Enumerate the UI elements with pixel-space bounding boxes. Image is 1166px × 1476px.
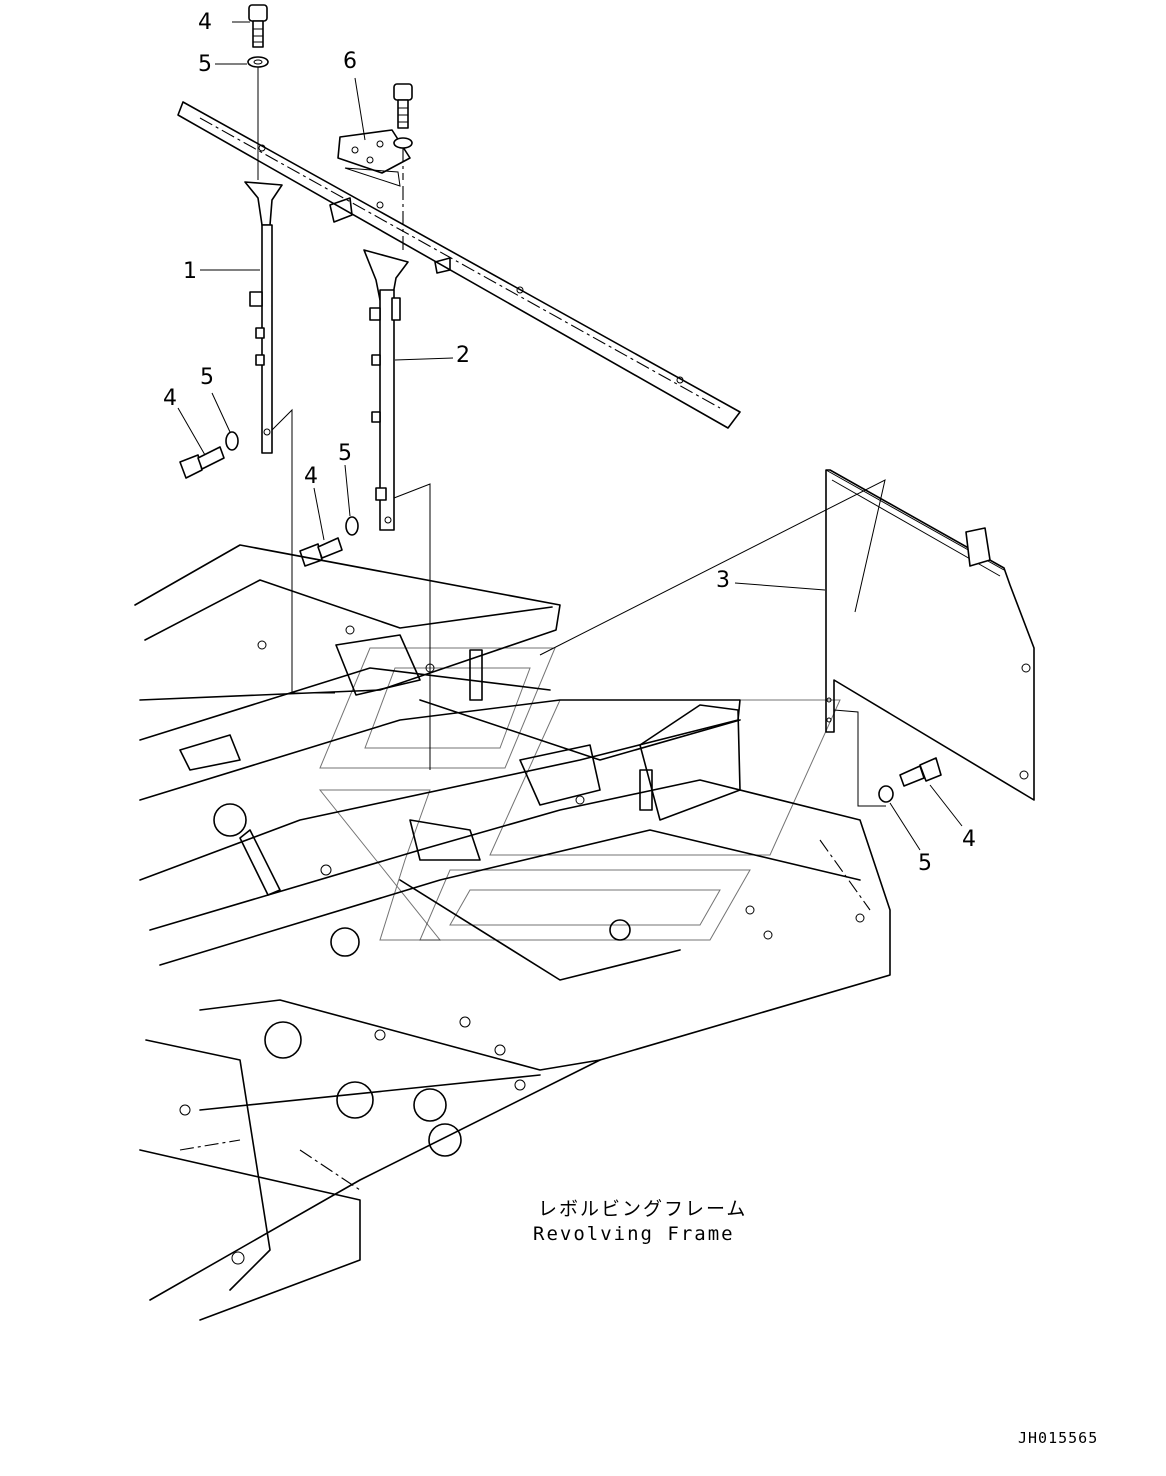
callout-4: 4	[962, 827, 976, 852]
part-6-bracket	[337, 129, 411, 187]
part-2-stay	[363, 186, 431, 770]
part-1-stay	[244, 181, 335, 694]
callout-5: 5	[338, 441, 352, 466]
washer-icon	[247, 56, 269, 68]
washer-icon	[878, 785, 894, 803]
leader-lines	[177, 21, 963, 851]
callout-1: 1	[183, 259, 197, 284]
callout-5: 5	[198, 52, 212, 77]
callout-3: 3	[716, 568, 730, 593]
upper-cross-bar	[177, 101, 741, 429]
bolt-icon	[299, 537, 343, 567]
bolt-icon	[393, 83, 413, 180]
watermark-logo	[318, 647, 841, 941]
callout-5: 5	[918, 851, 932, 876]
callout-2: 2	[456, 343, 470, 368]
bolt-icon	[248, 4, 268, 48]
drawing-code: JH015565	[1018, 1429, 1098, 1447]
callout-5: 5	[200, 365, 214, 390]
caption-english: Revolving Frame	[533, 1223, 735, 1245]
caption-japanese: レボルビングフレーム	[538, 1198, 747, 1220]
washer-icon	[225, 431, 239, 451]
bolt-icon	[179, 446, 225, 479]
callout-4: 4	[163, 386, 177, 411]
callout-4: 4	[304, 464, 318, 489]
bolt-icon	[899, 757, 942, 787]
washer-icon	[345, 516, 359, 536]
revolving-frame	[134, 544, 891, 1321]
part-3-cover	[539, 469, 1035, 807]
callout-4: 4	[198, 10, 212, 35]
callout-6: 6	[343, 49, 357, 74]
